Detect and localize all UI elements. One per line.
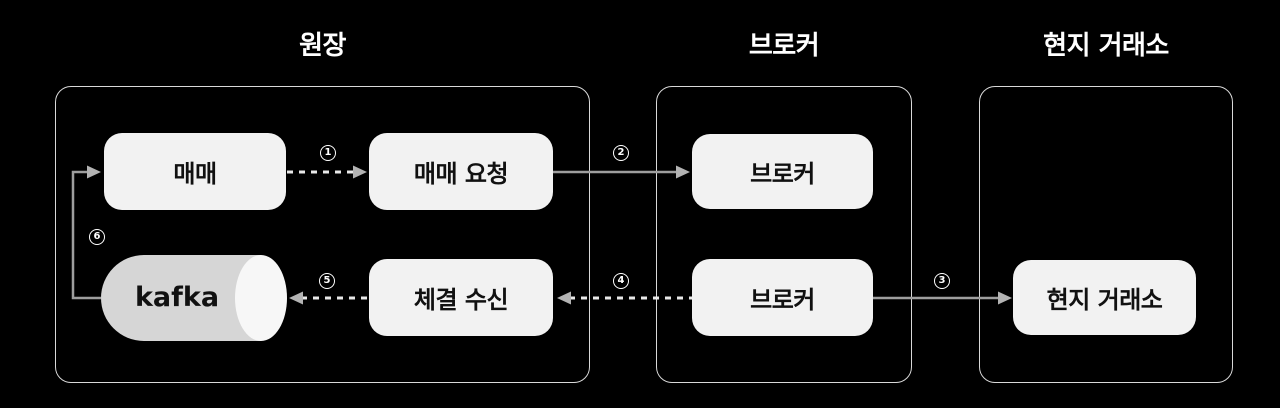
- node-broker-request: 브로커: [692, 134, 873, 209]
- exchange-group-title: 현지 거래소: [1043, 31, 1169, 61]
- broker-group-title: 브로커: [748, 31, 820, 61]
- step-badge-4: 4: [613, 273, 629, 289]
- step-badge-5: 5: [319, 273, 335, 289]
- node-fill-receive: 체결 수신: [369, 259, 553, 336]
- step-badge-1: 1: [320, 145, 336, 161]
- node-trade-request: 매매 요청: [369, 133, 553, 210]
- node-trade: 매매: [104, 133, 286, 210]
- node-local-exchange: 현지 거래소: [1013, 260, 1196, 335]
- step-badge-2: 2: [613, 145, 629, 161]
- ledger-group-title: 원장: [299, 31, 346, 61]
- exchange-group-frame: [979, 86, 1233, 383]
- node-kafka: kafka: [101, 255, 287, 341]
- broker-group-frame: [656, 86, 912, 383]
- node-kafka-label: kafka: [134, 282, 220, 313]
- node-broker-fill-label: 브로커: [750, 286, 815, 314]
- node-trade-label: 매매: [173, 160, 217, 188]
- node-broker-fill: 브로커: [692, 259, 873, 336]
- node-trade-request-label: 매매 요청: [413, 160, 509, 188]
- node-broker-request-label: 브로커: [750, 160, 815, 188]
- ledger-group-frame: [55, 86, 590, 383]
- node-fill-receive-label: 체결 수신: [413, 286, 509, 314]
- step-badge-3: 3: [934, 273, 950, 289]
- node-local-exchange-label: 현지 거래소: [1046, 286, 1163, 314]
- step-badge-6: 6: [89, 229, 105, 245]
- database-cylinder-icon: [101, 255, 287, 341]
